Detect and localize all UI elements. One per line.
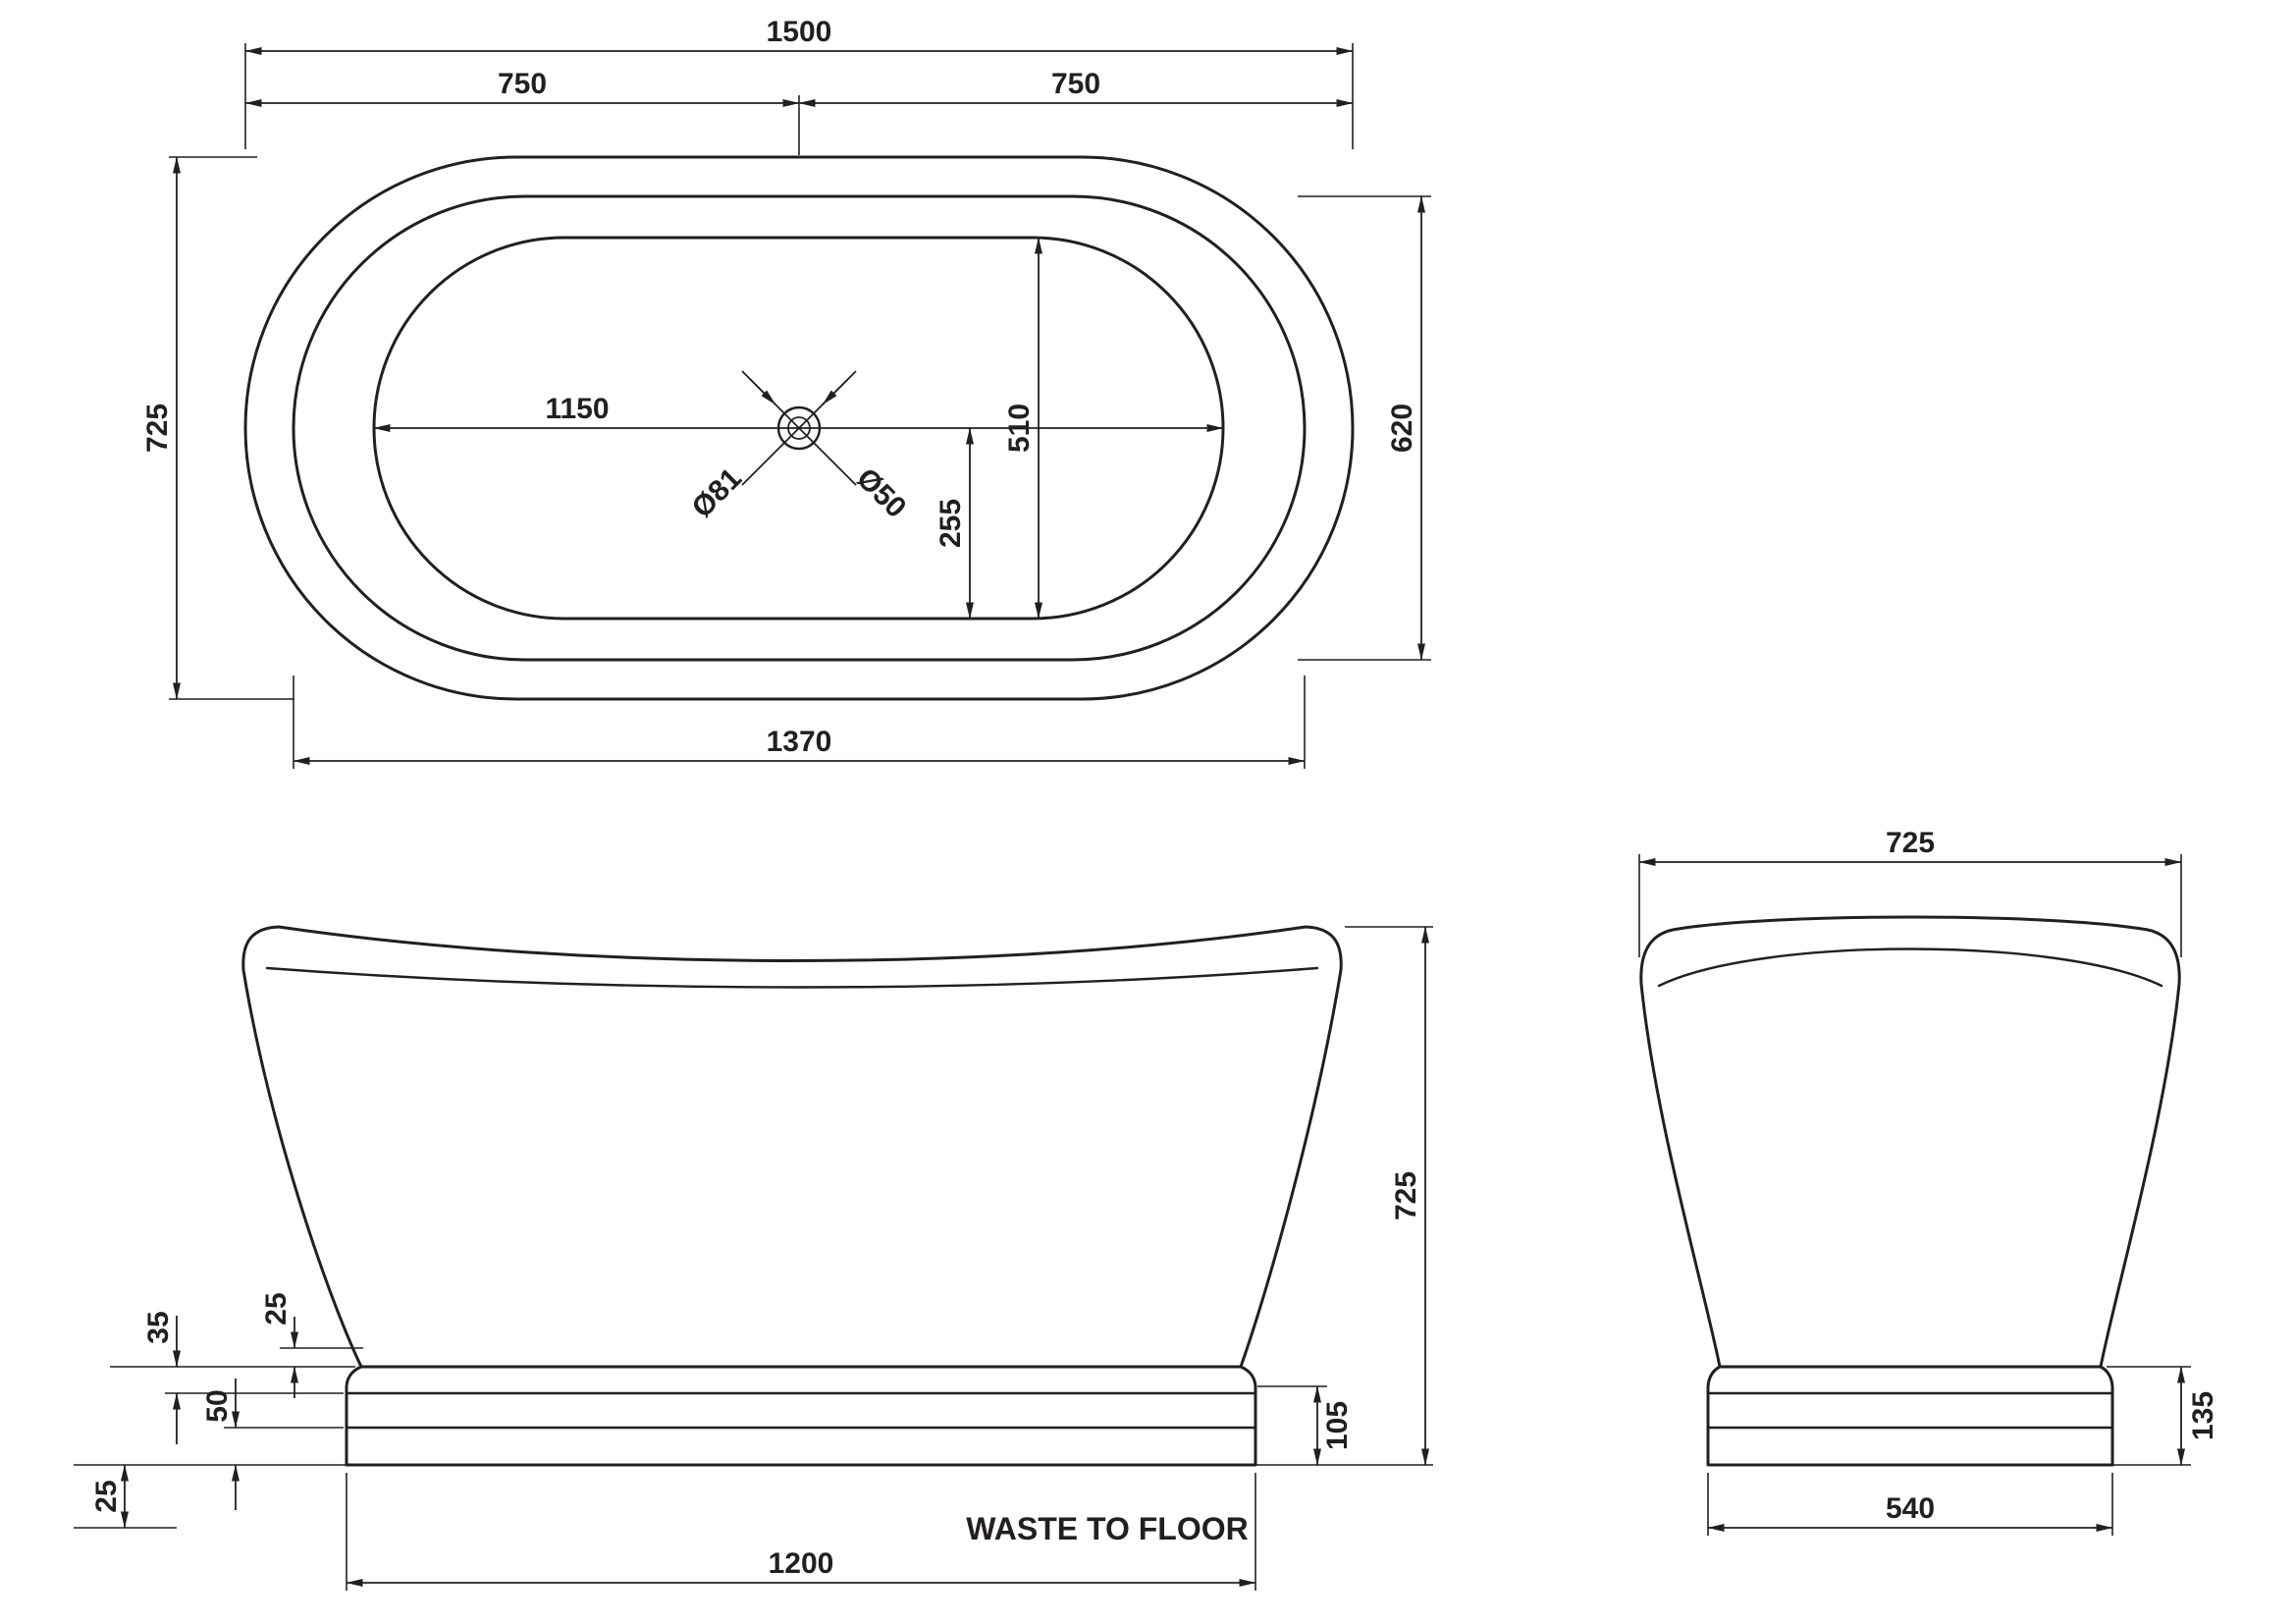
side-rim-inner-line bbox=[265, 966, 1319, 989]
dim-label-half-left: 750 bbox=[498, 68, 547, 100]
dim-label-skirt-band: 35 bbox=[142, 1311, 175, 1343]
plan-extension-lines bbox=[169, 43, 1431, 769]
side-elevation-view: 25 35 50 25 725 105 WASTE TO FLOOR 1200 bbox=[74, 925, 1433, 1591]
waste-to-floor-label: WASTE TO FLOOR bbox=[966, 1511, 1248, 1546]
plan-rim-inner-edge bbox=[292, 194, 1307, 662]
end-tub-outline bbox=[1639, 915, 2181, 1369]
plan-view: Ø81 Ø50 1500 750 750 725 620 1370 51 bbox=[141, 16, 1431, 769]
dim-label-waste-height: 105 bbox=[1321, 1401, 1354, 1450]
dim-label-end-base-height: 135 bbox=[2187, 1391, 2219, 1440]
end-elevation-view: 725 135 540 bbox=[1638, 827, 2219, 1536]
dim-label-plinth-band: 50 bbox=[201, 1389, 234, 1422]
dim-label-waste-outer: Ø81 bbox=[686, 462, 748, 524]
end-rim-inner-line bbox=[1657, 947, 2163, 988]
plan-outer-rim bbox=[243, 155, 1355, 701]
drain-arrow-ne bbox=[822, 378, 849, 406]
dim-label-rim-to-skirt: 25 bbox=[260, 1292, 293, 1325]
side-plinth bbox=[345, 1365, 1257, 1467]
waste-drain-symbol: Ø81 Ø50 bbox=[686, 370, 912, 524]
dim-label-height: 725 bbox=[1390, 1171, 1422, 1220]
dim-label-inner-rim-width: 620 bbox=[1386, 404, 1418, 453]
side-tub-outline bbox=[241, 925, 1343, 1369]
dim-label-base-length: 1200 bbox=[769, 1547, 834, 1580]
dim-label-below-floor: 25 bbox=[90, 1480, 123, 1512]
dim-label-half-right: 750 bbox=[1051, 68, 1100, 100]
dim-label-basin-length: 1150 bbox=[545, 393, 609, 425]
dim-label-inner-rim-length: 1370 bbox=[767, 726, 832, 758]
end-plinth bbox=[1706, 1365, 2114, 1467]
side-extension-lines bbox=[74, 926, 1433, 1591]
end-extension-lines bbox=[1638, 854, 2191, 1536]
dim-label-end-width: 725 bbox=[1886, 827, 1935, 859]
dim-label-end-base-width: 540 bbox=[1886, 1492, 1935, 1525]
drain-arrow-nw bbox=[749, 378, 776, 406]
dim-label-waste-inner: Ø50 bbox=[850, 462, 912, 524]
dim-label-basin-half-width: 255 bbox=[934, 499, 967, 548]
dim-label-overall-width: 725 bbox=[141, 404, 174, 453]
dim-label-overall-length: 1500 bbox=[767, 16, 832, 48]
